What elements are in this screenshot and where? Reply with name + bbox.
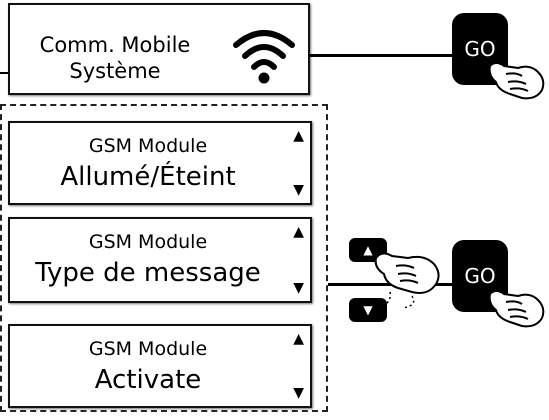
panel-title-line2: Système [69, 59, 161, 83]
down-arrow-icon: ▼ [293, 280, 304, 296]
up-arrow-icon: ▲ [293, 224, 304, 240]
menu-item-value: Activate [94, 365, 202, 395]
up-arrow-icon: ▲ [293, 128, 304, 144]
menu-item-title: GSM Module [88, 231, 208, 253]
up-arrow-icon: ▲ [363, 243, 373, 257]
menu-item-value: Allumé/Éteint [60, 162, 236, 192]
menu-item-title: GSM Module [88, 135, 208, 157]
down-arrow-icon: ▼ [293, 182, 304, 198]
menu-item-title: GSM Module [88, 338, 208, 360]
pointing-hand-icon [374, 252, 440, 309]
go-label: GO [464, 264, 496, 288]
menu-item-power[interactable]: GSM Module Allumé/Éteint ▲ ▼ [8, 121, 312, 205]
down-arrow-icon: ▼ [363, 303, 373, 317]
go-label: GO [464, 37, 496, 61]
connector-stub [0, 72, 8, 74]
pointing-hand-icon [488, 62, 545, 100]
go-button[interactable]: GO [452, 13, 508, 85]
down-button[interactable]: ▼ [349, 298, 387, 322]
up-arrow-icon: ▲ [293, 331, 304, 347]
menu-item-message-type[interactable]: GSM Module Type de message ▲ ▼ [8, 217, 312, 303]
connector-line-top [308, 54, 454, 57]
menu-group [0, 104, 328, 412]
wifi-icon [233, 30, 295, 84]
go-button[interactable]: GO [452, 240, 508, 312]
menu-item-activate[interactable]: GSM Module Activate ▲ ▼ [8, 324, 312, 408]
pointing-hand-icon [488, 290, 545, 328]
down-arrow-icon: ▼ [293, 385, 304, 401]
menu-item-value: Type de message [35, 258, 261, 288]
panel-title-line1: Comm. Mobile [39, 33, 191, 57]
system-panel: Comm. Mobile Système [8, 3, 310, 95]
